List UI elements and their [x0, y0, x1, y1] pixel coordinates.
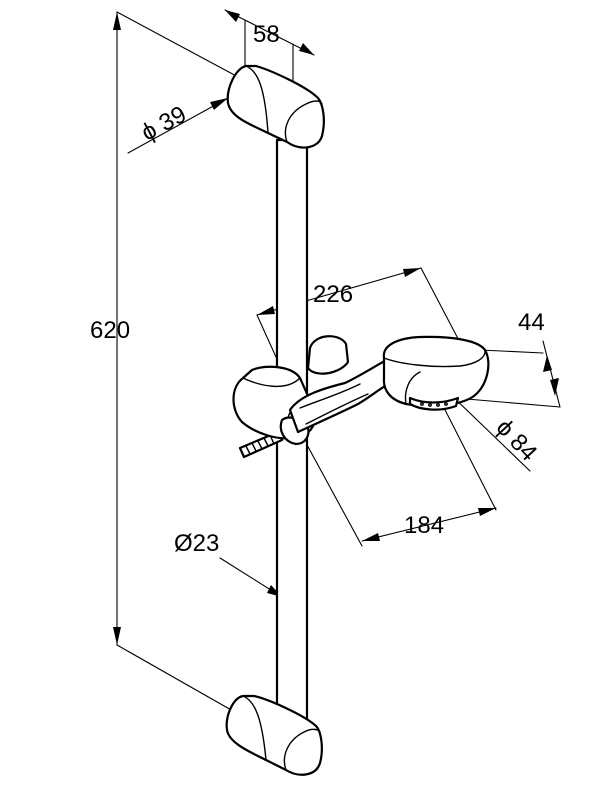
dimension-84-label: 84	[504, 429, 542, 467]
slide-rail-rod	[275, 138, 309, 758]
dimension-23-label: Ø23	[174, 530, 219, 557]
hand-shower-head	[382, 335, 490, 411]
dimension-184-label: 184	[404, 512, 444, 539]
dimension-226-arm: 226	[256, 267, 477, 411]
top-wall-bracket	[226, 64, 325, 149]
dimension-23-rod: Ø23	[174, 530, 283, 598]
dimension-620-label: 620	[90, 317, 130, 344]
dimension-58-label: 58	[253, 21, 280, 48]
dimension-620-height: 620	[90, 11, 241, 716]
dimension-184-reach: 184	[299, 399, 497, 547]
slider-knob	[238, 430, 284, 459]
dimension-58-width: 58	[224, 9, 315, 101]
dimension-226-label: 226	[313, 281, 353, 308]
dimension-39-diameter: ϕ 39	[127, 97, 229, 154]
dimension-44-label: 44	[518, 309, 545, 336]
dimension-44-height: 44	[454, 309, 561, 408]
bottom-wall-bracket	[225, 694, 323, 776]
dimension-39-label: 39	[155, 101, 191, 137]
